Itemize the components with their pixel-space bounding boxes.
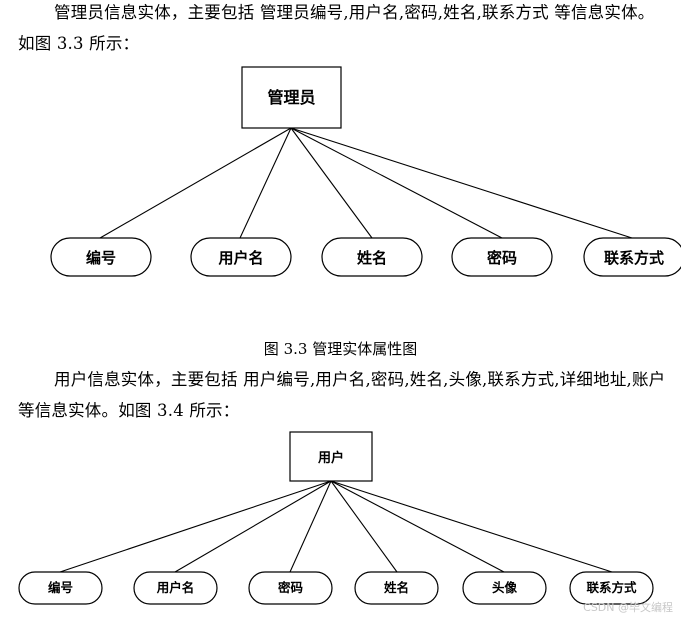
intro-paragraph-user: 用户信息实体，主要包括 用户编号,用户名,密码,姓名,头像,联系方式,详细地址,…	[18, 370, 666, 420]
attribute-ellipse: 用户名	[133, 571, 218, 605]
attribute-ellipse: 用户名	[190, 237, 292, 277]
entity-box	[289, 431, 373, 482]
relation-line	[290, 127, 373, 239]
relation-line	[289, 480, 332, 573]
entity-label: 用户	[317, 450, 344, 466]
er-diagram-user: 用户 编号 用户名 密码 姓名 头像 联系方式	[18, 431, 654, 605]
svg-text:姓名: 姓名	[357, 249, 387, 267]
svg-text:联系方式: 联系方式	[586, 580, 637, 595]
relation-line	[330, 480, 505, 573]
attribute-ellipse: 姓名	[321, 237, 423, 277]
relation-line	[59, 480, 332, 573]
attribute-ellipse: 头像	[462, 571, 547, 605]
relation-line	[239, 127, 292, 239]
svg-text:用户名: 用户名	[218, 249, 263, 267]
relation-line	[330, 480, 613, 573]
attribute-ellipse: 联系方式	[569, 571, 654, 605]
figure-caption: 图 3.3 管理实体属性图	[263, 340, 418, 358]
svg-text:编号: 编号	[48, 580, 73, 595]
watermark: CSDN @毕文编程	[583, 601, 673, 614]
svg-text:联系方式: 联系方式	[604, 249, 664, 267]
relation-line	[99, 127, 292, 239]
svg-text:密码: 密码	[277, 580, 303, 595]
relation-line	[174, 480, 332, 573]
entity-box	[241, 66, 342, 129]
attribute-ellipse: 联系方式	[583, 237, 681, 277]
relation-line	[290, 127, 633, 239]
entity-label: 管理员	[267, 88, 315, 107]
svg-text:用户名: 用户名	[156, 580, 195, 595]
svg-text:姓名: 姓名	[383, 580, 409, 595]
attribute-ellipse: 编号	[18, 571, 103, 605]
attribute-ellipse: 编号	[50, 237, 152, 277]
svg-text:头像: 头像	[492, 580, 518, 595]
attribute-ellipse: 密码	[248, 571, 333, 605]
er-diagram-admin: 管理员 编号 用户名 姓名 密码 联系方式	[50, 66, 681, 277]
attribute-ellipse: 密码	[451, 237, 553, 277]
relation-line	[330, 480, 398, 573]
svg-text:编号: 编号	[86, 249, 116, 267]
relation-line	[290, 127, 503, 239]
intro-paragraph-admin: 管理员信息实体，主要包括 管理员编号,用户名,密码,姓名,联系方式 等信息实体。…	[18, 3, 655, 53]
svg-text:密码: 密码	[487, 249, 517, 267]
attribute-ellipse: 姓名	[354, 571, 439, 605]
